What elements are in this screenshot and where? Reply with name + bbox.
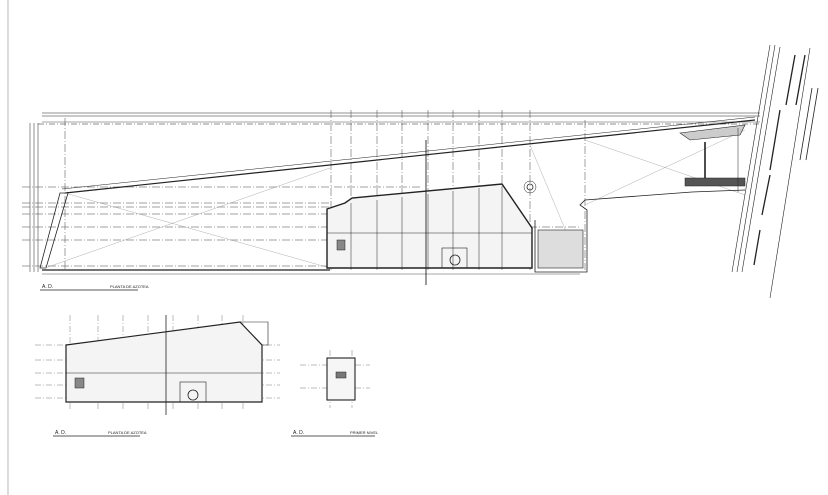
road-edge [731,44,819,299]
drawing-tag: A. D. [42,284,53,290]
first-level-plan [300,350,370,408]
drawing-title: PLANTA DE AZOTEA [108,430,147,435]
title-block-main: A. D. PLANTA DE AZOTEA [40,284,149,291]
drawing-tag: A. D. [293,430,304,436]
drawing-tag: A. D. [55,430,66,436]
main-roof-plan [22,110,760,285]
secondary-roof-plan [35,315,280,415]
drawing-title: PRIMER NIVEL [350,430,379,435]
drawing-title: PLANTA DE AZOTEA [110,284,149,289]
title-block-first-level: A. D. PRIMER NIVEL [291,430,379,437]
title-block-secondary: A. D. PLANTA DE AZOTEA [53,430,147,437]
